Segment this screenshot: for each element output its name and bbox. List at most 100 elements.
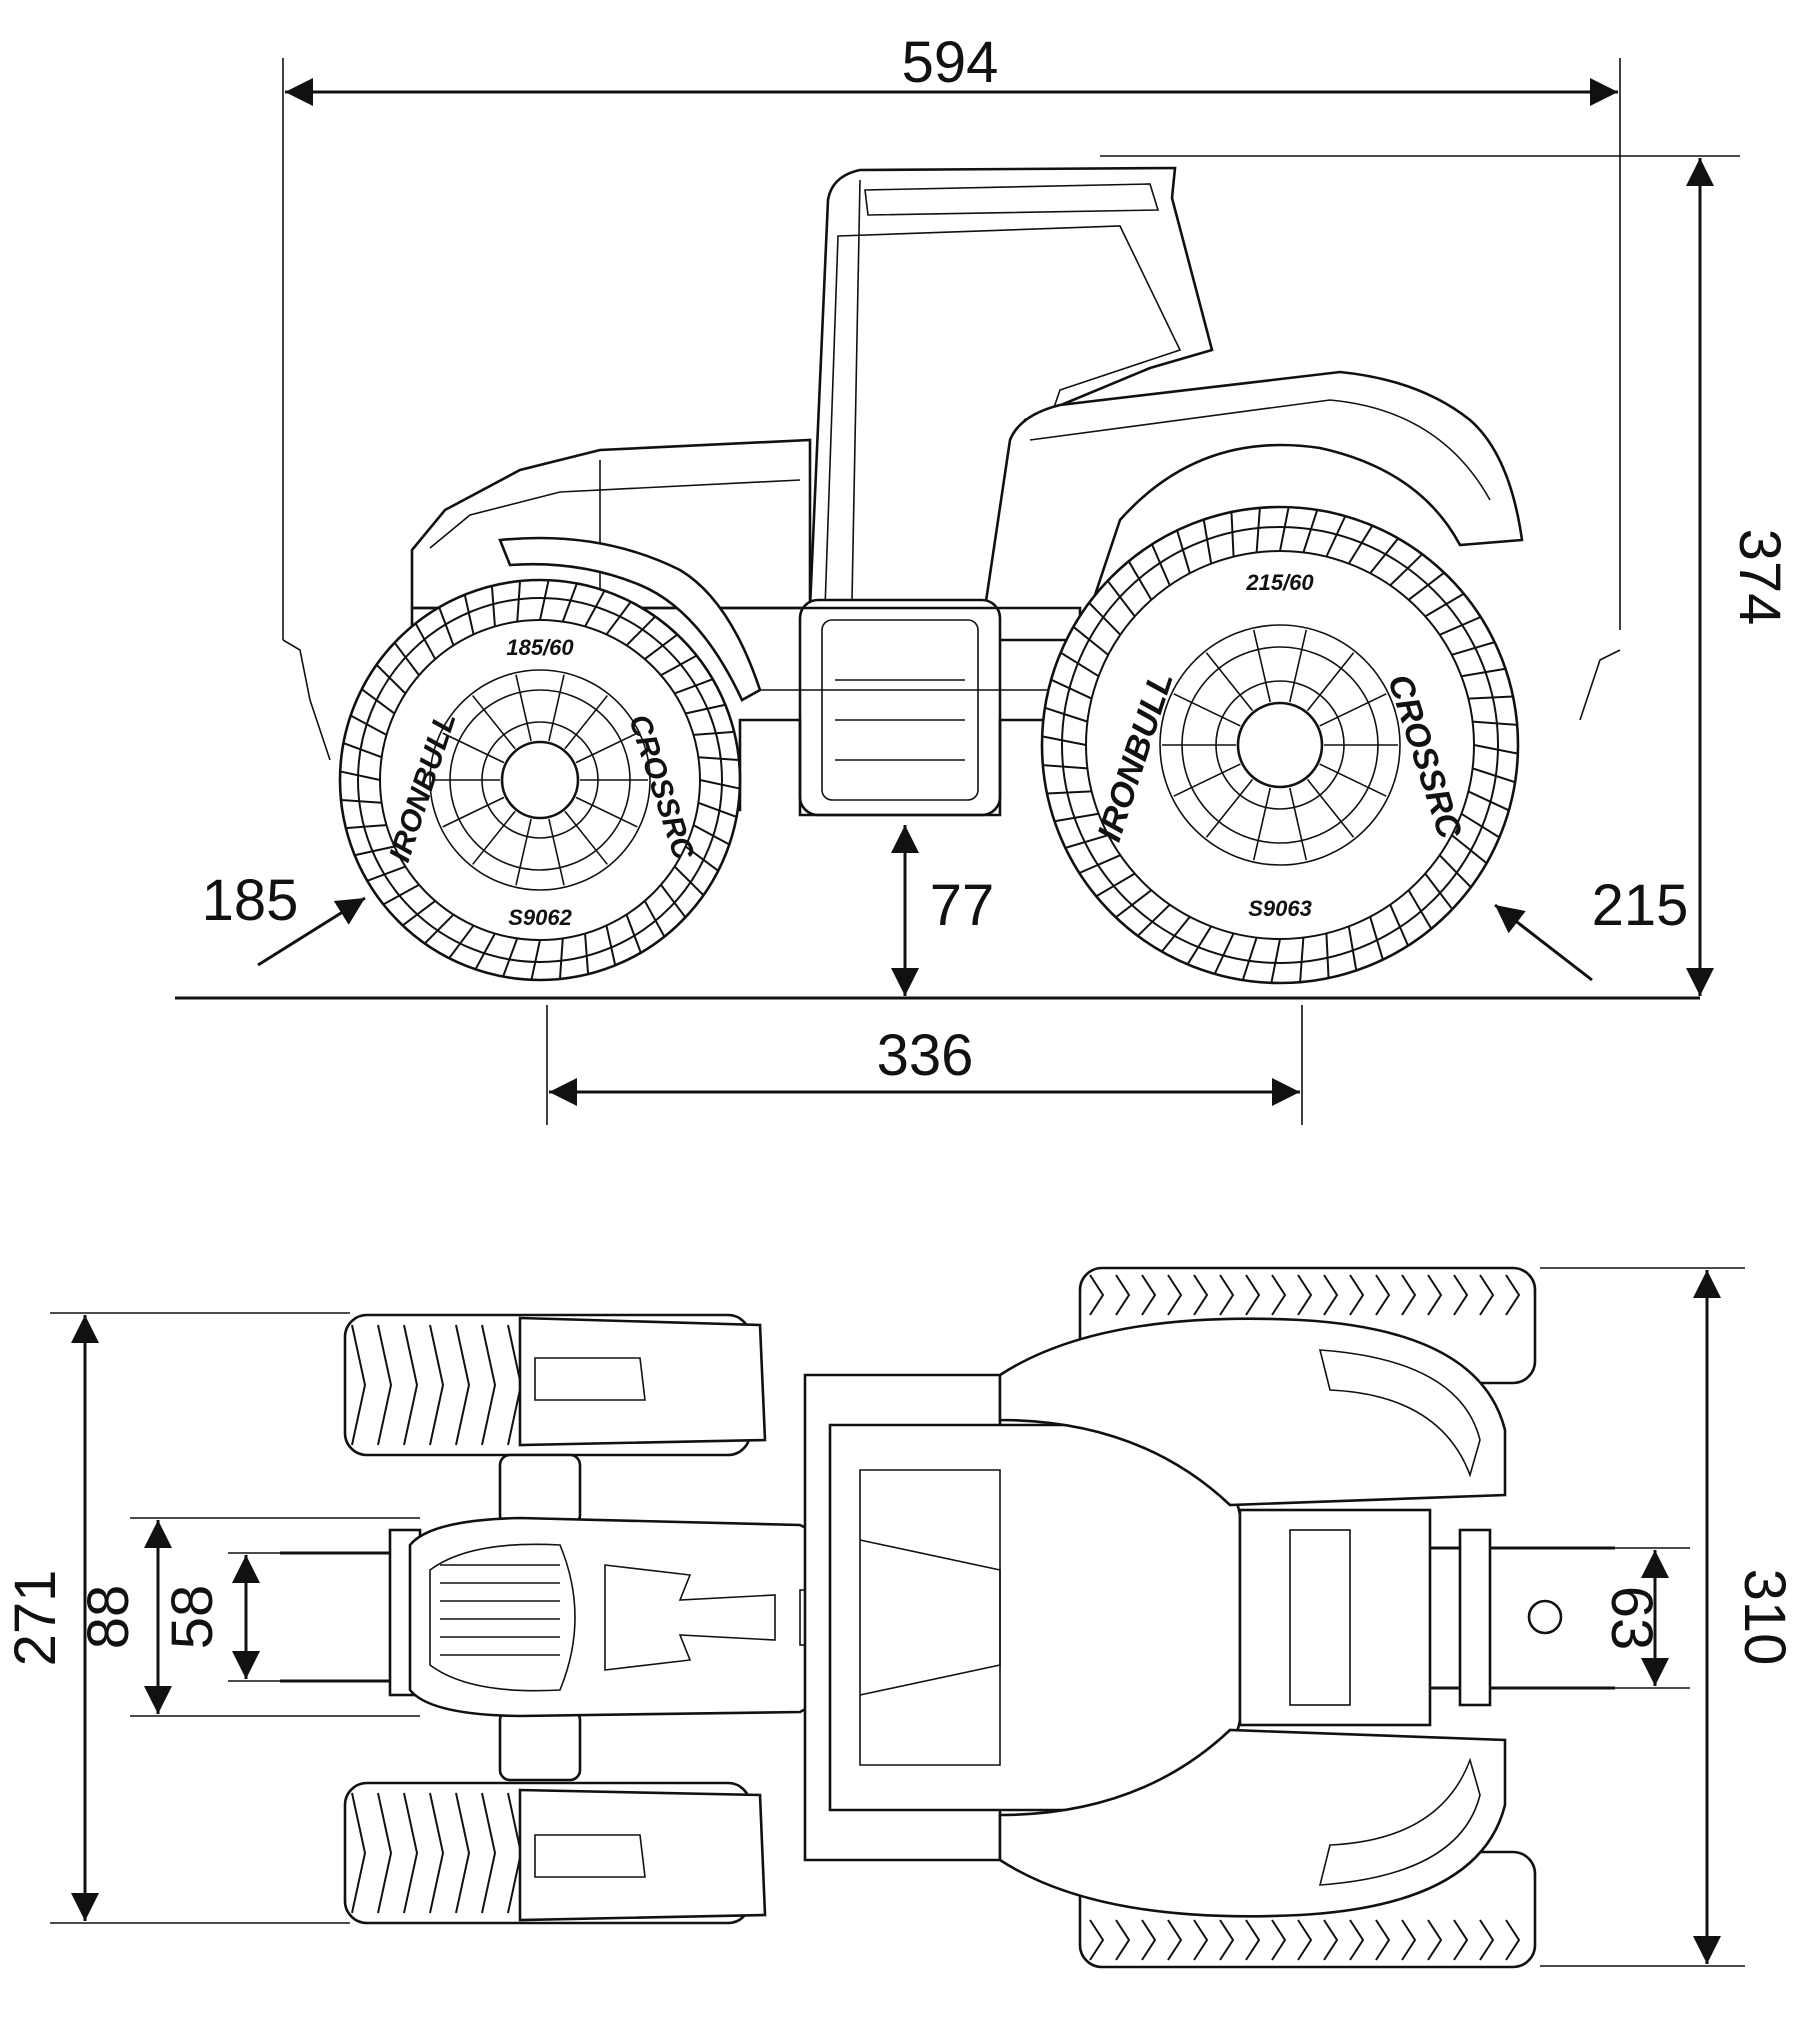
cab-top [803,1266,1615,1969]
tread-lug [584,933,590,975]
dimension-overall-length: 594 [282,30,1621,640]
wheel-spoke [1306,778,1355,838]
tread-lug [673,865,705,896]
front-axle-width-label: 88 [76,1585,141,1650]
wheel-spoke [472,810,516,865]
front-track-width-label: 271 [3,1570,68,1667]
tread-lug [1325,933,1330,979]
wheel-spoke [1173,763,1241,797]
side-view: 594 374 [175,30,1792,1125]
tread-chevron [1375,1919,1391,1961]
tread-chevron [1089,1919,1105,1961]
wheel-spoke [472,695,516,750]
tread-chevron [455,1792,471,1914]
wheel-spoke [1319,763,1387,797]
tread-chevron [1245,1274,1261,1316]
tread-lug [1439,616,1482,636]
ground-clearance-label: 77 [930,873,995,938]
wheel-spoke [1173,693,1241,727]
tread-lug [1072,626,1109,656]
tread-lug [1299,937,1305,983]
tread-lug [685,703,726,715]
tread-chevron [455,1324,471,1446]
front-wheel-side: 185/60 S9062 IRONBULL CROSSRC [338,578,742,982]
tread-lug [644,633,678,660]
tread-lug [1060,651,1100,678]
tread-lug [345,824,387,830]
tread-lug [660,884,687,918]
tread-lug [558,938,564,980]
wheel-spoke [564,695,608,750]
tread-lug [490,585,496,627]
tread-chevron [429,1792,445,1914]
tread-chevron [1219,1919,1235,1961]
tread-lug [402,900,436,927]
tread-lug [339,770,381,781]
tread-lug [1424,592,1465,618]
wheel-spoke [1289,629,1308,703]
tread-chevron [377,1792,393,1914]
tread-chevron [403,1792,419,1914]
wheel-spoke [1205,652,1254,712]
dimension-front-track-width: 271 [3,1312,350,1924]
tread-chevron [1427,1919,1443,1961]
tread-lug [1202,519,1213,564]
tread-lug [438,606,455,646]
tread-lug [474,933,496,970]
tread-lug [1270,938,1281,984]
tractor-side-body [282,166,1621,817]
front-tire-sidewall-size: 185/60 [506,635,574,660]
wheel-spoke [1252,787,1271,861]
tread-chevron [1219,1274,1235,1316]
tread-lug [1408,571,1445,601]
wheel-spoke [1319,693,1387,727]
wheel-spoke [575,732,638,764]
tread-lug [539,579,550,621]
tread-lug [1369,916,1384,960]
tread-lug [448,924,475,959]
tread-lug [1088,602,1122,636]
tread-chevron [1453,1919,1469,1961]
dimension-rear-hitch-width: 63 [1599,1547,1690,1689]
tread-lug [1161,916,1191,953]
overall-length-label: 594 [902,30,999,95]
tread-chevron [351,1324,367,1446]
rear-tire-code: S9063 [1248,896,1312,921]
tread-chevron [1245,1919,1261,1961]
tread-lug [1255,507,1261,553]
tread-lug [1451,834,1488,864]
wheel-spoke [442,732,505,764]
wheelbase-label: 336 [877,1023,974,1088]
tread-lug [625,914,642,954]
tread-chevron [1349,1274,1365,1316]
tread-chevron [1297,1274,1313,1316]
overall-width-label: 310 [1732,1569,1797,1666]
dimension-front-hitch-width: 58 [160,1552,300,1682]
tread-chevron [1479,1274,1495,1316]
tread-lug [1460,812,1500,839]
tread-lug [605,925,617,966]
tread-lug [1137,903,1171,937]
tread-lug [1473,744,1519,755]
tread-lug [561,583,578,622]
wheel-spoke [1252,629,1271,703]
tread-lug [393,642,420,676]
tread-lug [343,742,382,759]
tread-lug [1042,764,1088,770]
tread-chevron [351,1792,367,1914]
tread-lug [684,845,719,872]
top-view: 271 88 58 310 63 [3,1266,1797,1969]
tread-lug [693,824,730,846]
tread-lug [1213,932,1235,975]
front-hitch-width-label: 58 [160,1585,225,1650]
hood-top [408,1516,842,1718]
tread-lug [660,654,698,677]
tread-lug [502,938,519,977]
tread-chevron [1453,1274,1469,1316]
tread-lug [605,601,632,636]
wheel-spoke [515,674,532,742]
tread-lug [674,678,714,695]
dimension-front-tire: 185 [202,868,366,967]
tread-chevron [1401,1274,1417,1316]
tread-lug [350,714,387,736]
